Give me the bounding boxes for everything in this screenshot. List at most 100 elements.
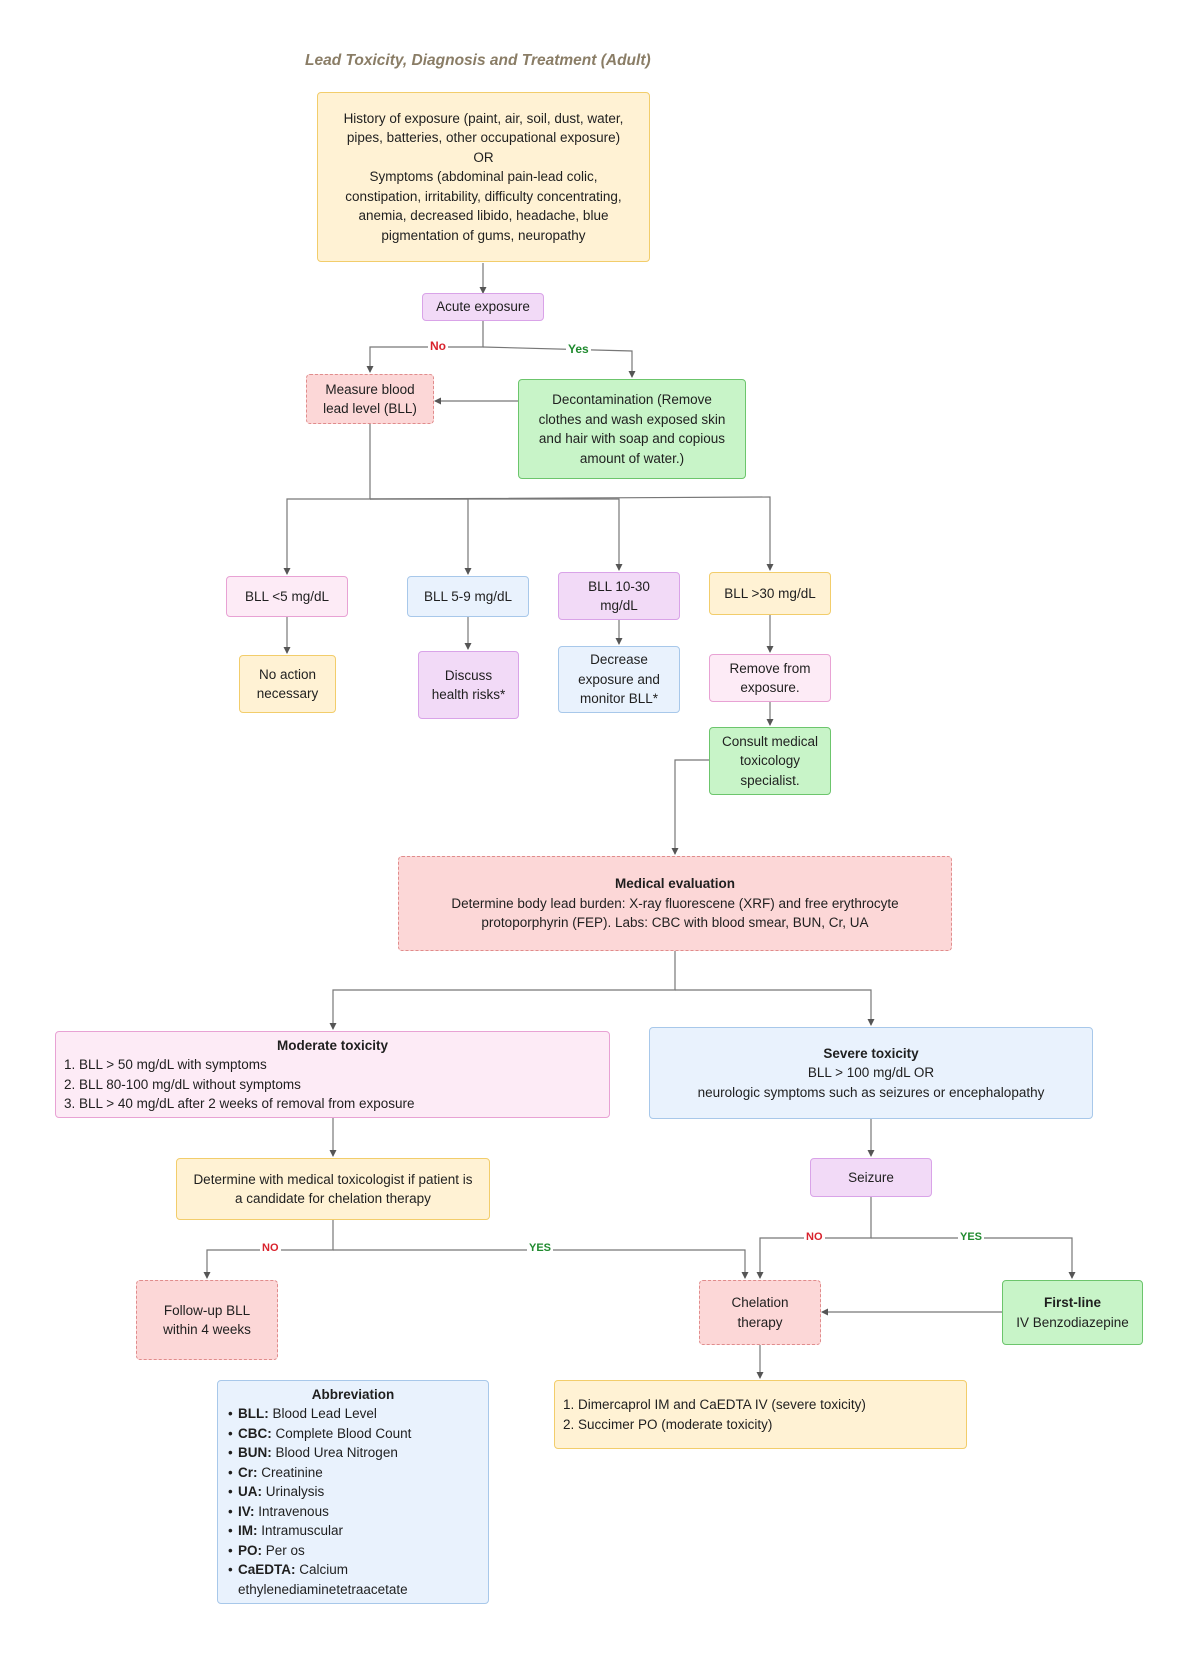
abbr-term: Cr: <box>238 1464 258 1480</box>
bullet-icon: • <box>228 1484 233 1500</box>
bll-10-30-node: BLL 10-30 mg/dL <box>558 572 680 620</box>
diagram-title: Lead Toxicity, Diagnosis and Treatment (… <box>305 52 651 69</box>
node-line: health risks* <box>431 687 506 702</box>
node-line: No action <box>258 666 317 682</box>
abbr-definition: Intramuscular <box>261 1523 344 1539</box>
node-line: specialist. <box>740 772 800 788</box>
edge-measure-bll-gt30 <box>369 496 774 571</box>
node-line: necessary <box>256 686 319 701</box>
bullet-icon: • <box>228 1445 233 1461</box>
list-item: • IM: Intramuscular <box>228 1521 478 1541</box>
node-line: Decrease <box>590 652 648 668</box>
abbreviation-list: •BLL: Blood Lead Level •CBC: Complete Bl… <box>228 1404 478 1599</box>
node-line: OR <box>473 149 494 165</box>
node-line: clothes and wash exposed skin <box>538 411 726 427</box>
node-heading: First-line <box>1043 1295 1101 1310</box>
node-line: Measure blood <box>325 381 415 397</box>
edge-label-acute-no: No <box>428 339 448 353</box>
node-label: BLL <5 mg/dL <box>245 588 329 604</box>
node-line: therapy <box>737 1314 783 1330</box>
list-item: 3. BLL > 40 mg/dL after 2 weeks of remov… <box>64 1096 415 1111</box>
node-label: BLL >30 mg/dL <box>724 585 816 601</box>
consult-specialist-node: Consult medical toxicology specialist. <box>709 727 831 795</box>
edge-seizure-yes <box>871 1237 1076 1279</box>
criteria-list: 1. BLL > 50 mg/dL with symptoms 2. BLL 8… <box>64 1055 601 1114</box>
node-label: BLL 5-9 mg/dL <box>423 588 513 604</box>
node-line: Consult medical <box>721 733 819 749</box>
chelation-therapy-node: Chelation therapy <box>699 1280 821 1345</box>
bullet-icon: • <box>228 1464 233 1480</box>
node-line: amount of water.) <box>579 450 685 466</box>
node-line: pigmentation of gums, neuropathy <box>381 227 586 243</box>
bullet-icon: • <box>228 1523 233 1539</box>
bullet-icon: • <box>228 1542 233 1558</box>
list-item: 2. Succimer PO (moderate toxicity) <box>563 1416 773 1432</box>
list-item: 2. BLL 80-100 mg/dL without symptoms <box>64 1076 301 1092</box>
node-label: Seizure <box>848 1169 894 1185</box>
edge-label-chelation-no: NO <box>260 1242 281 1254</box>
remove-exposure-node: Remove from exposure. <box>709 654 831 702</box>
node-line: Chelation <box>731 1295 789 1310</box>
node-line: Remove from <box>729 660 811 676</box>
abbr-term: IM: <box>238 1523 258 1539</box>
edge-label-chelation-yes: YES <box>527 1242 554 1254</box>
list-item: • CBC: Complete Blood Count <box>228 1424 478 1444</box>
decrease-exposure-node: Decrease exposure and monitor BLL* <box>558 646 680 713</box>
node-line: anemia, decreased libido, headache, blue <box>358 208 609 224</box>
node-heading: Abbreviation <box>311 1386 395 1402</box>
list-item: 1. Dimercaprol IM and CaEDTA IV (severe … <box>563 1397 866 1412</box>
seizure-node: Seizure <box>810 1158 932 1197</box>
abbr-term: CBC: <box>238 1425 272 1441</box>
abbr-definition: Creatinine <box>261 1464 323 1480</box>
acute-exposure-node: Acute exposure <box>422 293 544 321</box>
chelation-agents-node: 1. Dimercaprol IM and CaEDTA IV (severe … <box>554 1380 967 1449</box>
agents-list: 1. Dimercaprol IM and CaEDTA IV (severe … <box>563 1395 958 1434</box>
abbr-term: PO: <box>238 1542 263 1558</box>
bullet-icon: • <box>228 1503 233 1519</box>
node-line: Determine body lead burden: X-ray fluore… <box>451 895 899 911</box>
node-line: lead level (BLL) <box>323 401 417 416</box>
edge-consult-eval <box>671 759 709 855</box>
node-line: Decontamination (Remove <box>552 392 712 407</box>
list-item: • PO: Per os <box>228 1541 478 1561</box>
severe-toxicity-node: Severe toxicity BLL > 100 mg/dL OR neuro… <box>649 1027 1093 1119</box>
edge-eval-severe <box>675 989 875 1026</box>
moderate-toxicity-node: Moderate toxicity 1. BLL > 50 mg/dL with… <box>55 1031 610 1118</box>
edge-eval-moderate <box>329 951 676 1030</box>
abbr-definition: Blood Lead Level <box>272 1406 377 1422</box>
abbr-term: UA: <box>238 1484 262 1500</box>
node-line: monitor BLL* <box>579 691 659 707</box>
list-item: •BLL: Blood Lead Level <box>228 1404 478 1424</box>
node-line: Determine with medical toxicologist if p… <box>193 1171 473 1187</box>
node-line: Symptoms (abdominal pain-lead colic, <box>369 169 598 185</box>
history-node: History of exposure (paint, air, soil, d… <box>317 92 650 262</box>
edge-measure-bll-lt5 <box>283 424 371 575</box>
followup-bll-node: Follow-up BLL within 4 weeks <box>136 1280 278 1360</box>
node-line: and hair with soap and copious <box>538 431 726 446</box>
abbreviation-box: Abbreviation •BLL: Blood Lead Level •CBC… <box>217 1380 489 1604</box>
edge-measure-bll-10-30 <box>370 498 623 571</box>
no-action-node: No action necessary <box>239 655 336 713</box>
abbr-term: BLL: <box>238 1406 269 1422</box>
edge-acute-no <box>366 321 484 373</box>
list-item: • Cr: Creatinine <box>228 1463 478 1483</box>
bullet-icon: • <box>228 1425 233 1441</box>
bll-lt5-node: BLL <5 mg/dL <box>226 576 348 617</box>
list-item: •IV: Intravenous <box>228 1502 478 1522</box>
abbr-definition: Per os <box>265 1542 305 1558</box>
abbr-term: CaEDTA: <box>238 1562 296 1578</box>
node-line: BLL > 100 mg/dL OR <box>807 1065 935 1081</box>
edge-label-seizure-no: NO <box>804 1231 825 1243</box>
list-item: •BUN: Blood Urea Nitrogen <box>228 1443 478 1463</box>
node-line: IV Benzodiazepine <box>1016 1314 1129 1330</box>
node-line: exposure. <box>740 680 800 695</box>
list-item: 1. BLL > 50 mg/dL with symptoms <box>64 1057 267 1072</box>
edge-acute-yes <box>482 346 636 378</box>
first-line-node: First-line IV Benzodiazepine <box>1002 1280 1143 1345</box>
node-line: constipation, irritability, difficulty c… <box>345 188 622 204</box>
abbr-definition: Blood Urea Nitrogen <box>275 1445 398 1461</box>
discuss-health-risks-node: Discuss health risks* <box>418 651 519 719</box>
abbr-definition: Complete Blood Count <box>275 1425 412 1441</box>
node-line: a candidate for chelation therapy <box>235 1191 431 1206</box>
